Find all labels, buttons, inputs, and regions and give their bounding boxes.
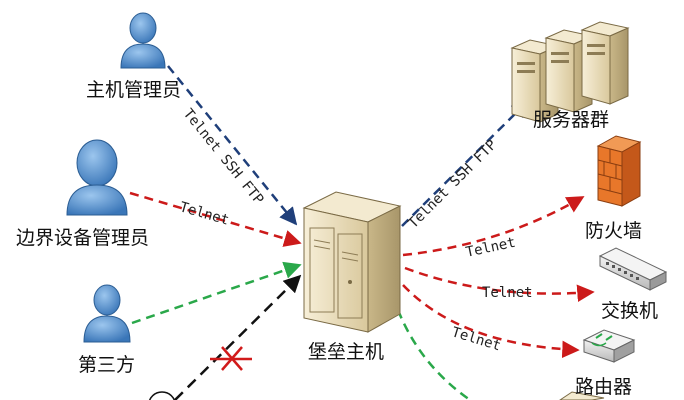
edge-switch (404, 266, 595, 302)
user-icon (66, 139, 128, 216)
label-switch: 交换机 (601, 300, 659, 322)
user-icon (148, 391, 176, 400)
user-icon (120, 12, 166, 69)
device-icon (559, 391, 605, 400)
label-firewall: 防火墙 (585, 220, 643, 242)
edge-label-switch: Telnet (482, 285, 533, 301)
label-host-admin: 主机管理员 (86, 79, 182, 101)
edge-router (402, 284, 580, 359)
blocked-cross-icon (210, 346, 252, 371)
edge-third-party (131, 261, 302, 325)
edge-firewall (402, 195, 585, 257)
edge-blocked (174, 274, 302, 400)
user-icon (83, 284, 131, 343)
switch-icon (598, 247, 668, 291)
label-router: 路由器 (575, 376, 633, 398)
router-icon (582, 329, 636, 363)
bastion-server-icon (302, 191, 402, 333)
server-rack-icon (510, 21, 630, 123)
label-bastion: 堡垒主机 (308, 341, 385, 363)
firewall-icon (596, 135, 642, 207)
label-third-party: 第三方 (78, 354, 136, 376)
edge-host-admin (167, 65, 298, 226)
label-edge-admin: 边界设备管理员 (16, 227, 150, 249)
label-server-group: 服务器群 (533, 109, 610, 131)
